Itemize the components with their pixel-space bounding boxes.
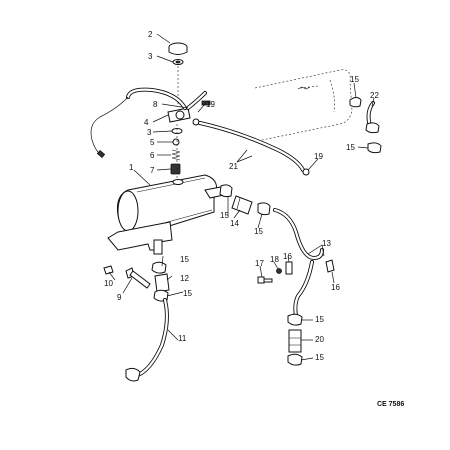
bottom-outlet-hose [125,261,170,382]
mounting-bolt [103,265,151,289]
expansion-tank [107,174,229,255]
callout-4: 4 [144,118,149,127]
top-right-hose [349,97,382,154]
radiator-outline [254,69,353,141]
callout-3-top: 3 [148,52,153,61]
short-hose [287,313,303,366]
bent-pipe [273,208,335,318]
callout-15-bottom: 15 [315,353,324,362]
callout-20: 20 [315,335,324,344]
diagram-reference: CE 7586 [377,401,404,408]
callout-15-right: 15 [346,143,355,152]
callout-19-left: 19 [206,100,215,109]
callout-15-hose: 15 [183,289,192,298]
callout-6: 6 [150,151,155,160]
callout-19-right: 19 [314,152,323,161]
callout-3-lower: 3 [147,128,152,137]
callout-18: 18 [270,255,279,264]
vent-hose [192,118,310,176]
callout-13: 13 [322,239,331,248]
callout-labels: 2 3 8 19 4 3 5 6 7 1 21 19 15 22 15 15 1… [104,30,404,408]
callout-10: 10 [104,279,113,288]
callout-12: 12 [180,274,189,283]
callout-1: 1 [129,163,134,172]
callout-16-right: 16 [331,283,340,292]
overflow-hose [90,87,211,159]
callout-11: 11 [178,334,187,343]
callout-15-lower: 15 [315,315,324,324]
callout-15-bracket: 15 [180,255,189,264]
leader-lines [108,33,375,361]
callout-15-top-right: 15 [350,75,359,84]
filler-cap-assembly [167,42,191,178]
middle-fittings [219,184,271,216]
callout-7: 7 [150,166,155,175]
callout-15-mid: 15 [254,227,263,236]
callout-14: 14 [230,219,239,228]
callout-8: 8 [153,100,158,109]
callout-17: 17 [255,259,264,268]
callout-22: 22 [370,91,379,100]
small-fasteners [257,261,293,284]
callout-5: 5 [150,138,155,147]
callout-9: 9 [117,293,122,302]
callout-16-left: 16 [283,252,292,261]
callout-2: 2 [148,30,153,39]
callout-15-mid-left: 15 [220,211,229,220]
callout-21: 21 [229,162,238,171]
